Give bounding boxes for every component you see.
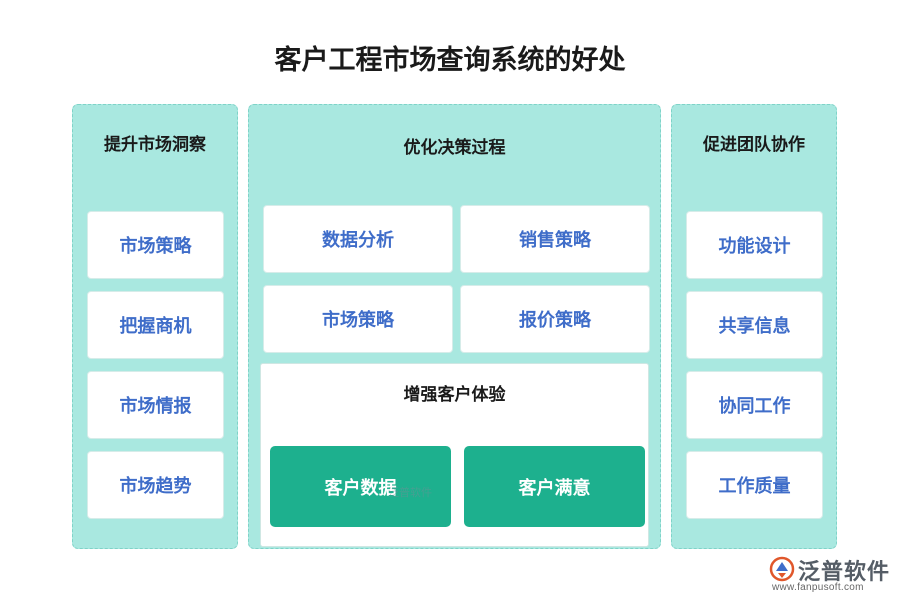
brand-logo: 泛普软件 www.fanpusoft.com bbox=[768, 553, 896, 597]
brand-url: www.fanpusoft.com bbox=[772, 582, 864, 593]
brand-logo-icon bbox=[769, 556, 795, 582]
middle-item-card: 销售策略 bbox=[460, 205, 650, 273]
right-item-card: 协同工作 bbox=[686, 371, 823, 439]
left-item-card: 把握商机 bbox=[87, 291, 224, 359]
column-right-heading: 促进团队协作 bbox=[703, 135, 805, 155]
right-item-card: 共享信息 bbox=[686, 291, 823, 359]
column-left: 提升市场洞察 市场策略 把握商机 市场情报 市场趋势 bbox=[72, 104, 238, 549]
column-left-heading: 提升市场洞察 bbox=[104, 135, 206, 155]
left-item-card: 市场趋势 bbox=[87, 451, 224, 519]
column-middle-heading: 优化决策过程 bbox=[403, 138, 506, 158]
middle-item-card: 市场策略 bbox=[263, 285, 453, 353]
customer-data-box: 客户数据 bbox=[270, 446, 451, 527]
customer-experience-panel: 增强客户体验 客户数据 客户满意 bbox=[260, 363, 649, 547]
left-item-card: 市场策略 bbox=[87, 211, 224, 279]
customer-experience-heading: 增强客户体验 bbox=[403, 385, 506, 405]
left-item-card: 市场情报 bbox=[87, 371, 224, 439]
diagram-title: 客户工程市场查询系统的好处 bbox=[274, 45, 626, 76]
right-item-card: 功能设计 bbox=[686, 211, 823, 279]
customer-satisfaction-box: 客户满意 bbox=[464, 446, 645, 527]
middle-item-card: 报价策略 bbox=[460, 285, 650, 353]
brand-name: 泛普软件 bbox=[798, 560, 891, 585]
column-middle: 优化决策过程 数据分析 销售策略 市场策略 报价策略 增强客户体验 客户数据 客… bbox=[248, 104, 661, 549]
middle-item-card: 数据分析 bbox=[263, 205, 453, 273]
column-right: 促进团队协作 功能设计 共享信息 协同工作 工作质量 bbox=[671, 104, 837, 549]
right-item-card: 工作质量 bbox=[686, 451, 823, 519]
